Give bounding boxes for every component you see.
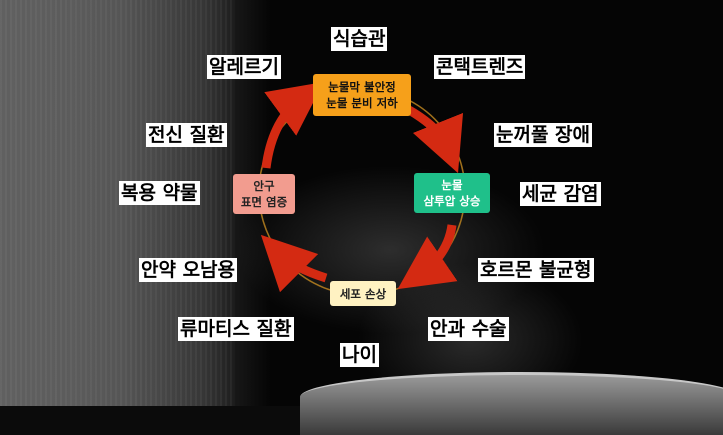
node-tear-film-instability: 눈물막 불안정 눈물 분비 저하 xyxy=(313,74,411,116)
node-ocular-surface-inflammation: 안구 표면 염증 xyxy=(233,174,295,214)
cause-systemic-disease: 전신 질환 xyxy=(146,123,227,147)
cause-contact-lens: 콘택트렌즈 xyxy=(434,55,526,79)
arrow-top-to-right xyxy=(406,106,464,174)
cause-age: 나이 xyxy=(340,343,379,367)
cause-eyedrop-misuse: 안약 오남용 xyxy=(139,258,238,282)
cause-allergy: 알레르기 xyxy=(207,55,281,79)
cause-hormone-imbalance: 호르몬 불균형 xyxy=(478,258,594,282)
cause-eyelid-disorder: 눈꺼풀 장애 xyxy=(494,123,593,147)
cause-eye-surgery: 안과 수술 xyxy=(428,317,509,341)
cause-rheumatoid-disease: 류마티스 질환 xyxy=(178,317,294,341)
arrow-bottom-to-left xyxy=(260,234,328,293)
cause-medication: 복용 약물 xyxy=(119,181,200,205)
node-cell-damage: 세포 손상 xyxy=(330,281,396,306)
cause-diet: 식습관 xyxy=(331,27,388,51)
arrow-left-to-top xyxy=(261,82,324,169)
arrow-right-to-bottom xyxy=(397,224,458,290)
node-tear-osmolarity-rise: 눈물 삼투압 상승 xyxy=(414,173,490,213)
cause-bacterial-infection: 세균 감염 xyxy=(520,182,601,206)
